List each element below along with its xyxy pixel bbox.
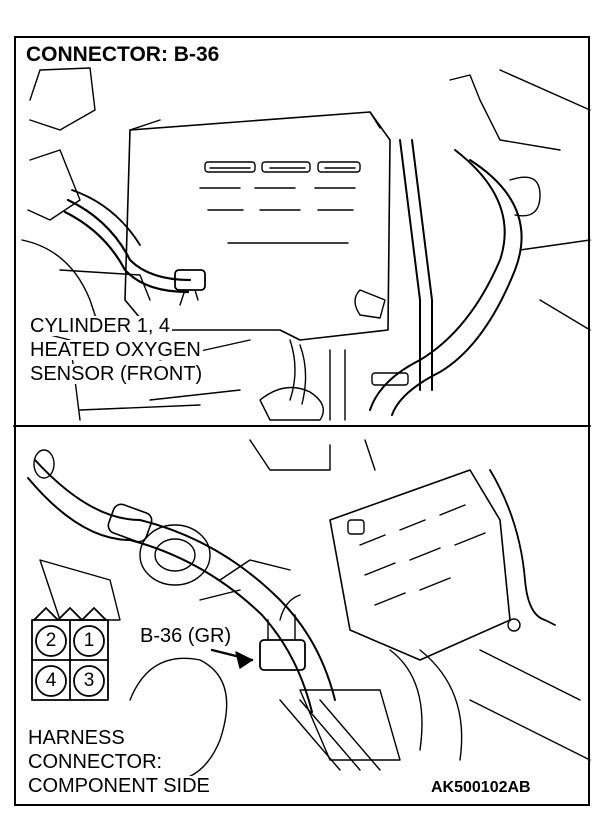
harness-caption-line-2: CONNECTOR: xyxy=(26,751,165,773)
connector-title: CONNECTOR: B-36 xyxy=(26,43,220,66)
pin-2-label: 2 xyxy=(45,630,57,651)
sensor-callout-line-1: CYLINDER 1, 4 xyxy=(28,315,173,337)
bottom-engine-view xyxy=(27,439,591,783)
sensor-callout-line-3: SENSOR (FRONT) xyxy=(28,363,205,385)
pin-1-label: 1 xyxy=(83,630,95,651)
harness-caption-line-3: COMPONENT SIDE xyxy=(26,775,212,797)
harness-caption-line-1: HARNESS xyxy=(26,727,127,749)
pin-3-label: 3 xyxy=(83,670,95,691)
top-engine-view xyxy=(21,67,591,421)
sensor-callout-line-2: HEATED OXYGEN xyxy=(28,339,203,361)
pin-4-label: 4 xyxy=(45,670,57,691)
connector-face-symbol xyxy=(31,607,109,701)
diagram-frame xyxy=(14,36,590,806)
connector-callout-label: B-36 (GR) xyxy=(138,625,234,647)
figure-code: AK500102AB xyxy=(431,779,531,796)
